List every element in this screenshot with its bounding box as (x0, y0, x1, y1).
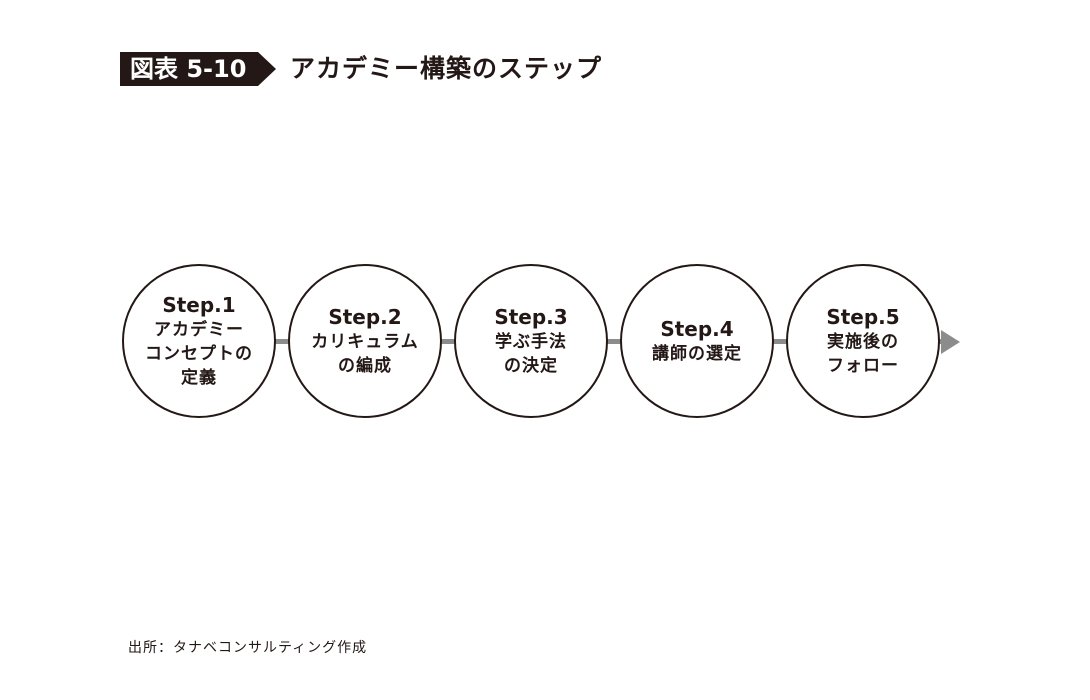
source-note: 出所：タナベコンサルティング作成 (128, 640, 368, 656)
step-label: Step.4 (660, 316, 734, 341)
connector (768, 339, 798, 344)
step-text: フォロー (827, 355, 899, 376)
step-text: 実施後の (827, 331, 899, 352)
step-4-circle: Step.4 講師の選定 (620, 264, 774, 418)
diagram-title: アカデミー構築のステップ (290, 54, 603, 83)
step-text: の編成 (338, 355, 392, 376)
step-label: Step.3 (494, 304, 568, 329)
step-label: Step.2 (328, 304, 402, 329)
step-text: 講師の選定 (652, 343, 742, 364)
step-label: Step.1 (162, 292, 236, 317)
step-text: カリキュラム (311, 331, 419, 352)
step-2-circle: Step.2 カリキュラム の編成 (288, 264, 442, 418)
step-5-circle: Step.5 実施後の フォロー (786, 264, 940, 418)
figure-label: 図表 5-10 (120, 52, 276, 86)
step-text: アカデミー (154, 319, 244, 340)
step-1-circle: Step.1 アカデミー コンセプトの 定義 (122, 264, 276, 418)
connector (436, 339, 466, 344)
step-label: Step.5 (826, 304, 900, 329)
connector (270, 339, 300, 344)
step-text: 学ぶ手法 (495, 331, 567, 352)
connector (602, 339, 632, 344)
step-text: 定義 (181, 367, 217, 388)
step-text: の決定 (504, 355, 558, 376)
step-3-circle: Step.3 学ぶ手法 の決定 (454, 264, 608, 418)
step-text: コンセプトの (145, 343, 253, 364)
arrow-right-icon (941, 330, 960, 354)
